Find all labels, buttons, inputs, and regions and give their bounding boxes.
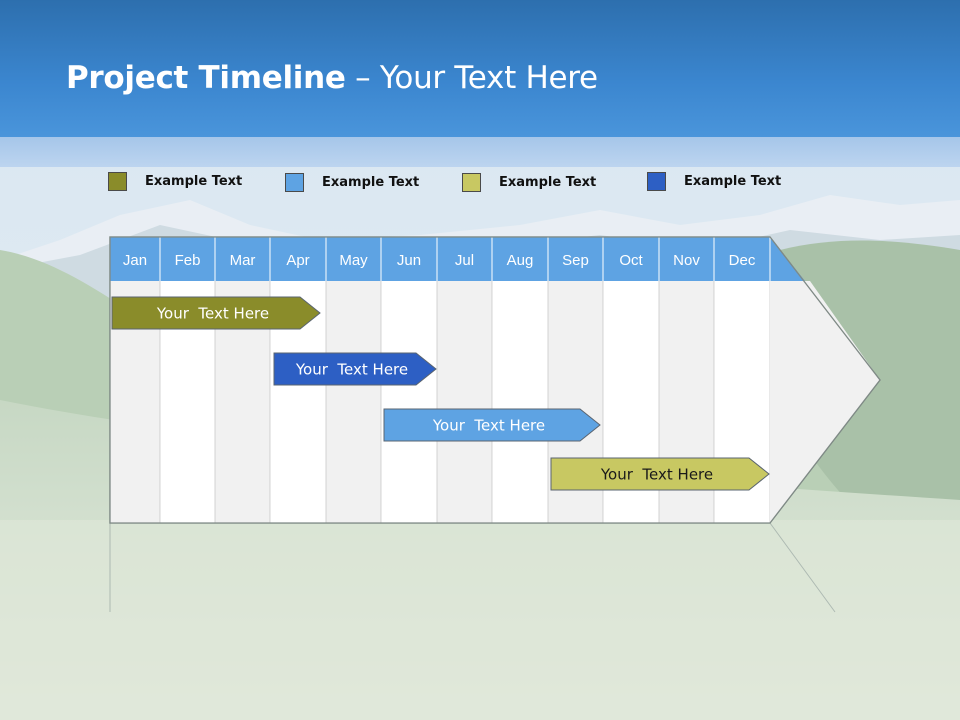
legend-item-2: Example Text <box>285 172 419 192</box>
month-label-jan: Jan <box>123 252 147 269</box>
timeline-arrow-outline <box>109 236 881 524</box>
month-label-aug: Aug <box>507 252 534 269</box>
arrow-head-fill <box>770 281 880 523</box>
month-dividers <box>159 237 771 281</box>
month-header-band <box>110 237 805 281</box>
page-title: Project Timeline – Your Text Here <box>66 60 598 104</box>
task-bar-4 <box>550 457 770 491</box>
task-label-1: Your Text Here <box>156 305 269 323</box>
month-label-apr: Apr <box>286 252 309 269</box>
legend-swatch-2 <box>285 172 304 192</box>
month-label-jul: Jul <box>455 252 474 269</box>
month-label-oct: Oct <box>619 252 643 269</box>
month-label-sep: Sep <box>562 252 589 269</box>
task-label-3: Your Text Here <box>432 417 545 435</box>
legend-label-2: Example Text <box>322 174 420 190</box>
legend-item-1: Example Text <box>108 171 242 191</box>
task-label-4: Your Text Here <box>600 466 713 484</box>
legend-label-1: Example Text <box>145 173 243 189</box>
month-label-feb: Feb <box>175 252 201 269</box>
header-band <box>0 0 960 137</box>
legend-item-4: Example Text <box>647 171 781 191</box>
legend-swatch-3 <box>462 172 481 192</box>
month-label-jun: Jun <box>397 252 421 269</box>
header-sub-band <box>0 137 960 167</box>
task-bar-1 <box>111 296 321 330</box>
title-bold: Project Timeline <box>66 60 346 96</box>
month-column-may <box>326 281 381 523</box>
month-column-jun <box>381 281 437 523</box>
title-rest: – Your Text Here <box>345 60 598 96</box>
legend-label-4: Example Text <box>684 173 782 189</box>
month-labels: Jan Feb Mar Apr May Jun Jul Aug Sep Oct Nov Dec <box>123 252 756 269</box>
month-label-nov: Nov <box>673 252 700 269</box>
legend-label-3: Example Text <box>499 174 597 190</box>
legend-item-3: Example Text <box>462 172 596 192</box>
month-column-aug <box>492 281 548 523</box>
month-label-dec: Dec <box>729 252 756 269</box>
reflection-line-right <box>769 522 836 613</box>
month-label-may: May <box>339 252 368 269</box>
month-column-jul <box>437 281 492 523</box>
month-label-mar: Mar <box>230 252 256 269</box>
legend-swatch-1 <box>108 171 127 191</box>
task-bar-3 <box>383 408 601 442</box>
task-label-2: Your Text Here <box>295 361 408 379</box>
task-bar-2 <box>273 352 437 386</box>
legend-swatch-4 <box>647 171 666 191</box>
